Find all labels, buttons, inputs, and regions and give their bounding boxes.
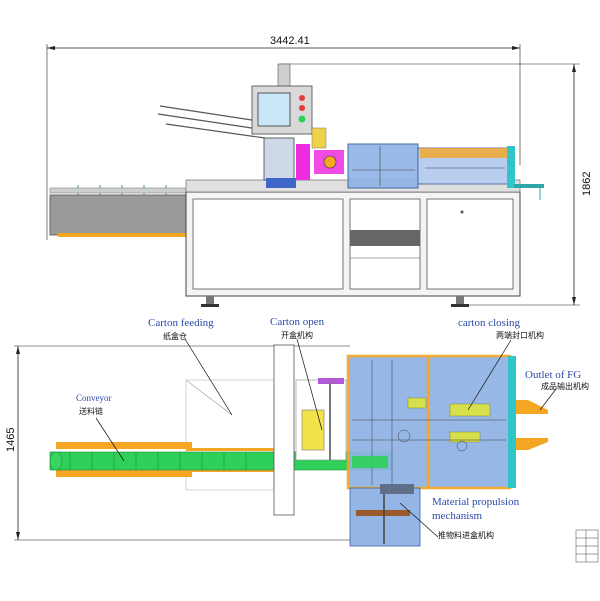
feed-conveyor-top [49, 187, 191, 194]
feed-conveyor-rail [58, 233, 186, 237]
carton-closing-label: carton closing [458, 317, 521, 329]
arrow-left [47, 46, 55, 50]
hmi-screen [257, 92, 291, 127]
housing-detail [352, 146, 505, 186]
outlet-fg-label: Outlet of FG [525, 369, 581, 381]
conveyor-label: Conveyor [76, 393, 112, 403]
plan-view: 1465 [5, 344, 599, 563]
leg-1 [206, 296, 214, 304]
leg-2 [456, 296, 464, 304]
carton-feeding-label: Carton feeding [148, 317, 214, 329]
frame-vent [350, 230, 420, 246]
magenta-arm [296, 144, 310, 180]
outlet-finger-bottom [516, 438, 548, 450]
carton-closing-label-cn: 两端封口机构 [496, 330, 544, 340]
red-button-2 [299, 105, 305, 111]
outlet-chute [514, 184, 544, 188]
leader-lines [95, 338, 557, 538]
mech-block [263, 137, 295, 181]
rail-left-bottom [56, 470, 192, 477]
outlet-guard [507, 146, 515, 188]
panel-mast [277, 63, 291, 89]
closing-flaps [407, 397, 491, 443]
carton-feeding-label-cn: 纸盒仓 [163, 331, 187, 341]
mech-blue [266, 178, 296, 188]
side-elevation: 3442.41 1862 [46, 35, 593, 307]
frame-door-right [426, 198, 514, 290]
opener-arm [318, 378, 344, 384]
outlet-guard-plan [508, 356, 516, 488]
title-block [575, 529, 599, 563]
propulsion-pusher [356, 510, 410, 516]
height-label: 1862 [581, 172, 593, 196]
arrow-down [572, 297, 576, 305]
carton-open-label: Carton open [270, 316, 325, 328]
propulsion-label-line2: mechanism [432, 510, 483, 522]
red-button [299, 95, 305, 101]
carton-magazine [157, 105, 266, 139]
outlet-finger-top [516, 400, 548, 414]
propulsion-label-cn: 推物料进盒机构 [438, 530, 494, 540]
opener-guide [273, 344, 295, 516]
propulsion-housing [349, 487, 421, 547]
feed-conveyor-body [49, 194, 189, 236]
propulsion-label-line1: Material propulsion [432, 496, 520, 508]
green-button [298, 115, 306, 123]
conveyor-label-cn: 送料链 [79, 406, 103, 416]
rail-left-top [56, 442, 192, 449]
overall-length-label: 3442.41 [270, 35, 310, 47]
plan-magazine-outline [185, 379, 275, 491]
frame-door-left [192, 198, 344, 290]
arrow-right [512, 46, 520, 50]
width-label: 1465 [5, 428, 17, 452]
callout-labels: Carton feeding 纸盒仓 Carton open 开盒机构 cart… [76, 316, 589, 540]
closing-housing [347, 143, 419, 189]
opener-carton [301, 409, 325, 451]
arrow-up [572, 64, 576, 72]
carton-open-label-cn: 开盒机构 [281, 330, 313, 340]
outlet-fg-label-cn: 成品输出机构 [541, 381, 589, 391]
